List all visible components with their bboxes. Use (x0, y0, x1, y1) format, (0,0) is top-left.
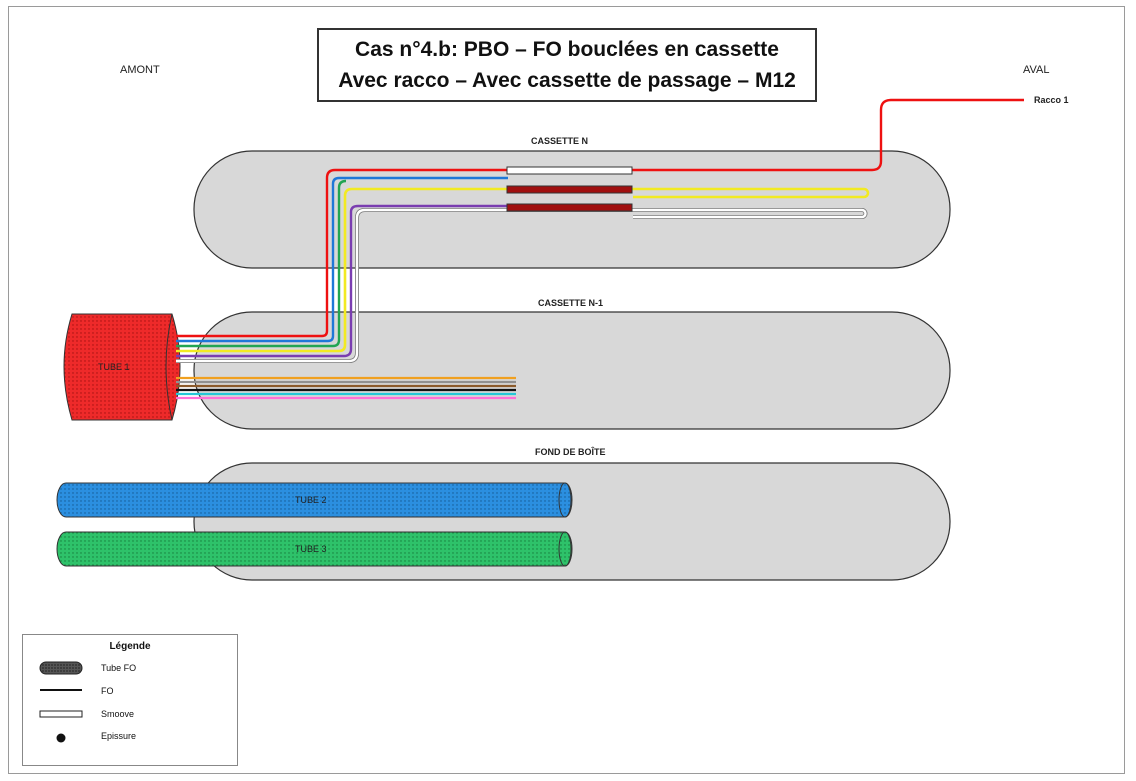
splice-1 (506, 185, 633, 194)
splice-2 (506, 203, 633, 212)
title-line-1: Cas n°4.b: PBO – FO bouclées en cassette (355, 38, 779, 61)
tube-3-label: TUBE 3 (295, 544, 327, 554)
legend-fo: FO (101, 686, 114, 696)
fiber-green (176, 179, 347, 348)
diagram-frame (8, 6, 1125, 774)
fiber-yellow (176, 187, 870, 353)
fo-legend-icon (40, 689, 82, 691)
aval-label: AVAL (1023, 64, 1050, 76)
epissure-legend-icon (56, 733, 66, 743)
tube-1-label: TUBE 1 (98, 362, 130, 372)
legend-epissure: Epissure (101, 731, 137, 741)
legend-title: Légende (109, 641, 151, 652)
fiber-blue (176, 176, 508, 343)
cassette-n-label: CASSETTE N (531, 136, 589, 146)
cassette-n-1-label: CASSETTE N-1 (538, 298, 604, 308)
title-line-2: Avec racco – Avec cassette de passage – … (338, 69, 796, 92)
fond-de-boite-label: FOND DE BOÎTE (535, 447, 606, 457)
amont-label: AMONT (120, 64, 160, 76)
passing-fibers (176, 376, 516, 400)
smoove-top (506, 166, 633, 175)
legend: Légende Tube FO FO Smoove Epissure (22, 634, 238, 766)
tube-fo-legend-icon (39, 661, 83, 675)
tube-3 (56, 531, 573, 567)
racco-label: Racco 1 (1034, 95, 1069, 105)
smoove-legend-icon (39, 710, 83, 718)
tube-1 (63, 313, 181, 421)
tube-2-label: TUBE 2 (295, 495, 327, 505)
tube-2 (56, 482, 573, 518)
diagram-title: Cas n°4.b: PBO – FO bouclées en cassette… (317, 28, 817, 102)
fiber-violet (176, 204, 508, 358)
cassette-n-1-shape (193, 311, 951, 430)
legend-smoove: Smoove (101, 709, 135, 719)
legend-tube-fo: Tube FO (101, 663, 137, 673)
